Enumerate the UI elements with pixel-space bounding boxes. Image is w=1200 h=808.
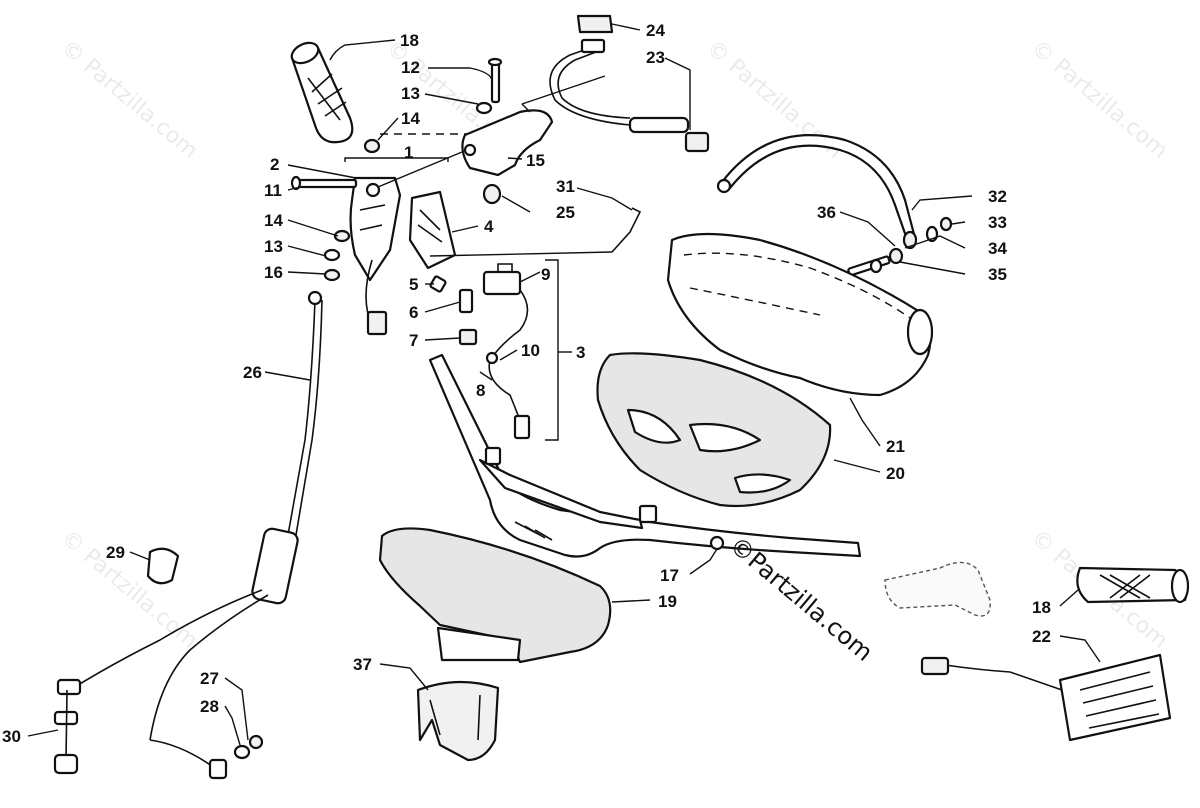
callout-21: 21 xyxy=(886,437,905,456)
alignment-lines xyxy=(377,75,613,257)
bracket-3 xyxy=(545,259,572,441)
callout-29: 29 xyxy=(106,543,125,562)
callout-14: 14 xyxy=(264,211,283,230)
callout-17: 17 xyxy=(660,566,679,585)
part-22-heater-element xyxy=(920,653,1172,742)
callout-34: 34 xyxy=(988,239,1007,258)
part-12-screw xyxy=(487,57,503,104)
callout-6: 6 xyxy=(409,303,418,322)
callout-16: 16 xyxy=(264,263,283,282)
watermark-layer: © Partzilla.com © Partzilla.com © Partzi… xyxy=(56,35,1172,653)
callout-26: 26 xyxy=(243,363,262,382)
callout-19: 19 xyxy=(658,592,677,611)
callout-36: 36 xyxy=(817,203,836,222)
callout-28: 28 xyxy=(200,697,219,716)
bracket-1 xyxy=(344,157,449,162)
part-33-34-35-36-hardware xyxy=(847,216,953,277)
callout-4: 4 xyxy=(484,217,494,236)
callout-18: 18 xyxy=(400,31,419,50)
callout-20: 20 xyxy=(886,464,905,483)
part-29-clamp xyxy=(146,547,180,585)
part-5-pin xyxy=(429,275,447,293)
part-18-right-grip xyxy=(1076,566,1190,604)
leader-lines xyxy=(27,23,1101,746)
part-25-clip xyxy=(482,183,502,205)
part-small-washers-left xyxy=(323,229,351,282)
callout-33: 33 xyxy=(988,213,1007,232)
callout-12: 12 xyxy=(401,58,420,77)
watermark: © Partzilla.com xyxy=(56,525,202,653)
callout-5: 5 xyxy=(409,275,418,294)
callout-18: 18 xyxy=(1032,598,1051,617)
part-7-bracket xyxy=(458,328,478,346)
part-21-handlebar-pad xyxy=(666,232,934,397)
callout-labels: 1 2 3 4 5 6 7 8 9 10 11 12 13 13 14 14 1… xyxy=(2,21,1051,746)
housing-wire xyxy=(365,259,388,336)
part-10-wire xyxy=(485,289,531,440)
callout-15: 15 xyxy=(526,151,545,170)
right-hand-control-ghost xyxy=(884,561,991,617)
part-14-nut xyxy=(363,138,381,154)
part-15-throttle-lever xyxy=(461,109,554,177)
callout-13: 13 xyxy=(264,237,283,256)
part-9-switch xyxy=(482,263,522,296)
callout-10: 10 xyxy=(521,341,540,360)
callout-31: 31 xyxy=(556,177,575,196)
callout-11: 11 xyxy=(264,181,282,200)
callout-8: 8 xyxy=(476,381,485,400)
watermark: © Partzilla.com xyxy=(1026,35,1172,163)
part-20-center-pad xyxy=(596,352,832,508)
callout-30: 30 xyxy=(2,727,21,746)
callout-7: 7 xyxy=(409,331,418,350)
callout-14: 14 xyxy=(401,109,420,128)
callout-1: 1 xyxy=(404,143,413,162)
callout-27: 27 xyxy=(200,669,219,688)
part-31-clip xyxy=(611,207,642,253)
watermark: © Partzilla.com xyxy=(56,35,202,163)
part-6-switch xyxy=(458,288,474,314)
part-24-pad xyxy=(576,14,614,34)
part-27-28-nuts xyxy=(233,734,264,760)
callout-25: 25 xyxy=(556,203,575,222)
part-11-screw xyxy=(290,175,358,191)
callout-3: 3 xyxy=(576,343,585,362)
part-18-left-grip xyxy=(290,41,354,144)
part-13-washer xyxy=(475,101,493,115)
part-37-strap xyxy=(416,680,500,762)
callout-22: 22 xyxy=(1032,627,1051,646)
callout-37: 37 xyxy=(353,655,372,674)
part-23-wire-harness xyxy=(549,38,710,153)
callout-23: 23 xyxy=(646,48,665,67)
callout-24: 24 xyxy=(646,21,665,40)
callout-2: 2 xyxy=(270,155,279,174)
part-19-lower-pad xyxy=(378,527,612,664)
part-4-switch-cover xyxy=(408,190,457,270)
callout-35: 35 xyxy=(988,265,1007,284)
part-2-switch-housing xyxy=(349,176,402,282)
callout-13: 13 xyxy=(401,84,420,103)
callout-9: 9 xyxy=(541,265,550,284)
callout-32: 32 xyxy=(988,187,1007,206)
part-26-throttle-cable xyxy=(53,290,323,780)
